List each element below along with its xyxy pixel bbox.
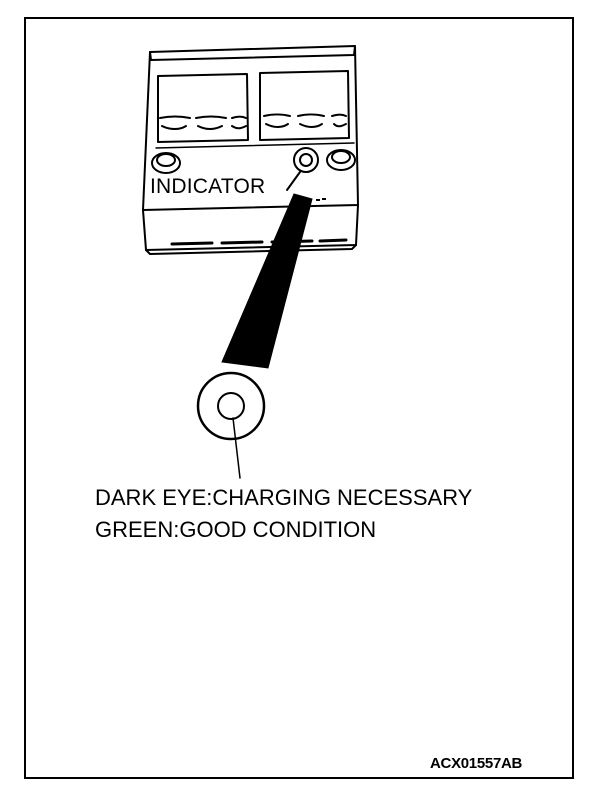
callout-pointer: [221, 193, 313, 369]
green-caption: GREEN:GOOD CONDITION: [95, 517, 377, 542]
indicator-eye: [293, 147, 319, 173]
indicator-label: INDICATOR: [150, 175, 266, 198]
terminal-left: [151, 152, 181, 174]
magnified-indicator: [196, 371, 266, 441]
figure-code: ACX01557AB: [430, 755, 523, 772]
dark-eye-caption: DARK EYE:CHARGING NECESSARY: [95, 485, 473, 510]
terminal-right: [326, 149, 356, 171]
cell-window-right: [259, 70, 350, 141]
cell-window-left: [157, 73, 249, 143]
battery-body: [142, 204, 359, 251]
